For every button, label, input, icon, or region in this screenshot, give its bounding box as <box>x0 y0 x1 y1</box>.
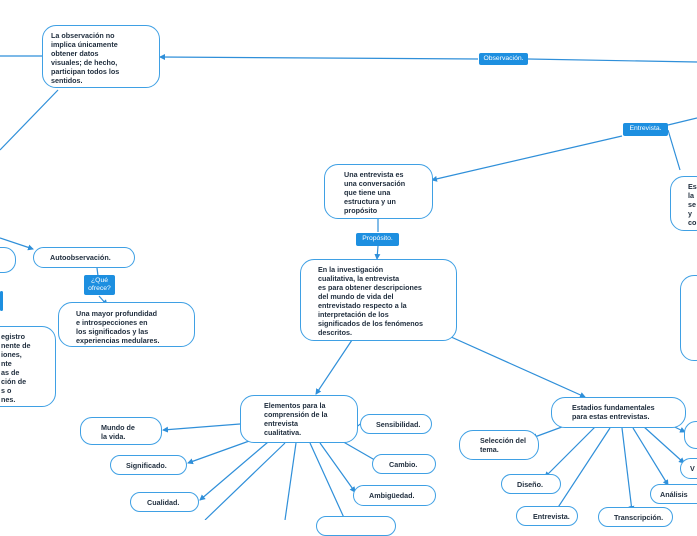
que-ofrece-link-label[interactable]: ¿Qué ofrece? <box>84 275 115 295</box>
node-mayor-profundidad[interactable]: Una mayor profundidad e introspecciones … <box>58 302 195 347</box>
edge <box>357 423 361 427</box>
node-investigacion[interactable]: En la investigación cualitativa, la entr… <box>300 259 457 341</box>
edge <box>374 245 381 260</box>
node-cambio[interactable]: Cambio. <box>372 454 436 474</box>
node-autoobservacion[interactable]: Autoobservación. <box>33 247 135 268</box>
edge <box>96 267 99 277</box>
node-right-partial[interactable]: Es la se y co <box>670 176 697 231</box>
node-registro-partial[interactable]: egistro nente de iones, nte as de ción d… <box>0 326 56 407</box>
edge <box>0 237 34 251</box>
edge <box>204 442 286 520</box>
node-seleccion-tema[interactable]: Selección del tema. <box>459 430 539 460</box>
edge <box>439 331 586 398</box>
node-partial-bottom[interactable] <box>316 516 396 536</box>
node-right-partial-2[interactable] <box>680 275 697 361</box>
edge <box>162 423 241 433</box>
edge <box>199 441 269 501</box>
entrevista-link-label[interactable]: Entrevista. <box>623 123 668 136</box>
node-v-partial[interactable]: V <box>680 458 697 479</box>
edge <box>667 129 681 171</box>
node-diseno[interactable]: Diseño. <box>501 474 561 494</box>
node-estadios[interactable]: Estadios fundamentales para estas entrev… <box>551 397 686 428</box>
partial-left-label[interactable] <box>0 291 3 311</box>
node-sensibilidad[interactable]: Sensibilidad. <box>360 414 432 434</box>
node-analisis[interactable]: Análisis <box>650 484 697 504</box>
edge <box>554 427 611 513</box>
node-cualidad[interactable]: Cualidad. <box>130 492 199 512</box>
edge <box>667 117 697 126</box>
edge <box>544 426 596 478</box>
node-elementos[interactable]: Elementos para la comprensión de la entr… <box>240 395 358 443</box>
node-mundo-vida[interactable]: Mundo de la vida. <box>80 417 162 445</box>
edge <box>315 339 353 395</box>
node-entrevista-def[interactable]: Una entrevista es una conversación que t… <box>324 164 433 219</box>
node-ambiguedad[interactable]: Ambigüedad. <box>353 485 436 506</box>
edge <box>187 439 253 465</box>
edge <box>632 427 669 486</box>
connector-lines <box>0 54 697 520</box>
edge <box>319 442 356 493</box>
edge <box>621 427 635 512</box>
node-right-bottom-partial[interactable] <box>684 421 697 449</box>
edge <box>642 425 685 464</box>
node-entrevista-stage[interactable]: Entrevista. <box>516 506 578 526</box>
edge <box>159 54 479 61</box>
node-significado[interactable]: Significado. <box>110 455 187 475</box>
node-observacion[interactable]: La observación no implica únicamente obt… <box>42 25 160 88</box>
edge <box>431 135 623 182</box>
edge <box>0 89 59 151</box>
observacion-link-label[interactable]: Observación. <box>479 53 528 65</box>
edge <box>527 58 697 63</box>
edge <box>309 442 346 520</box>
proposito-link-label[interactable]: Propósito. <box>356 233 399 246</box>
edge <box>284 442 297 520</box>
node-transcripcion[interactable]: Transcripción. <box>598 507 673 527</box>
